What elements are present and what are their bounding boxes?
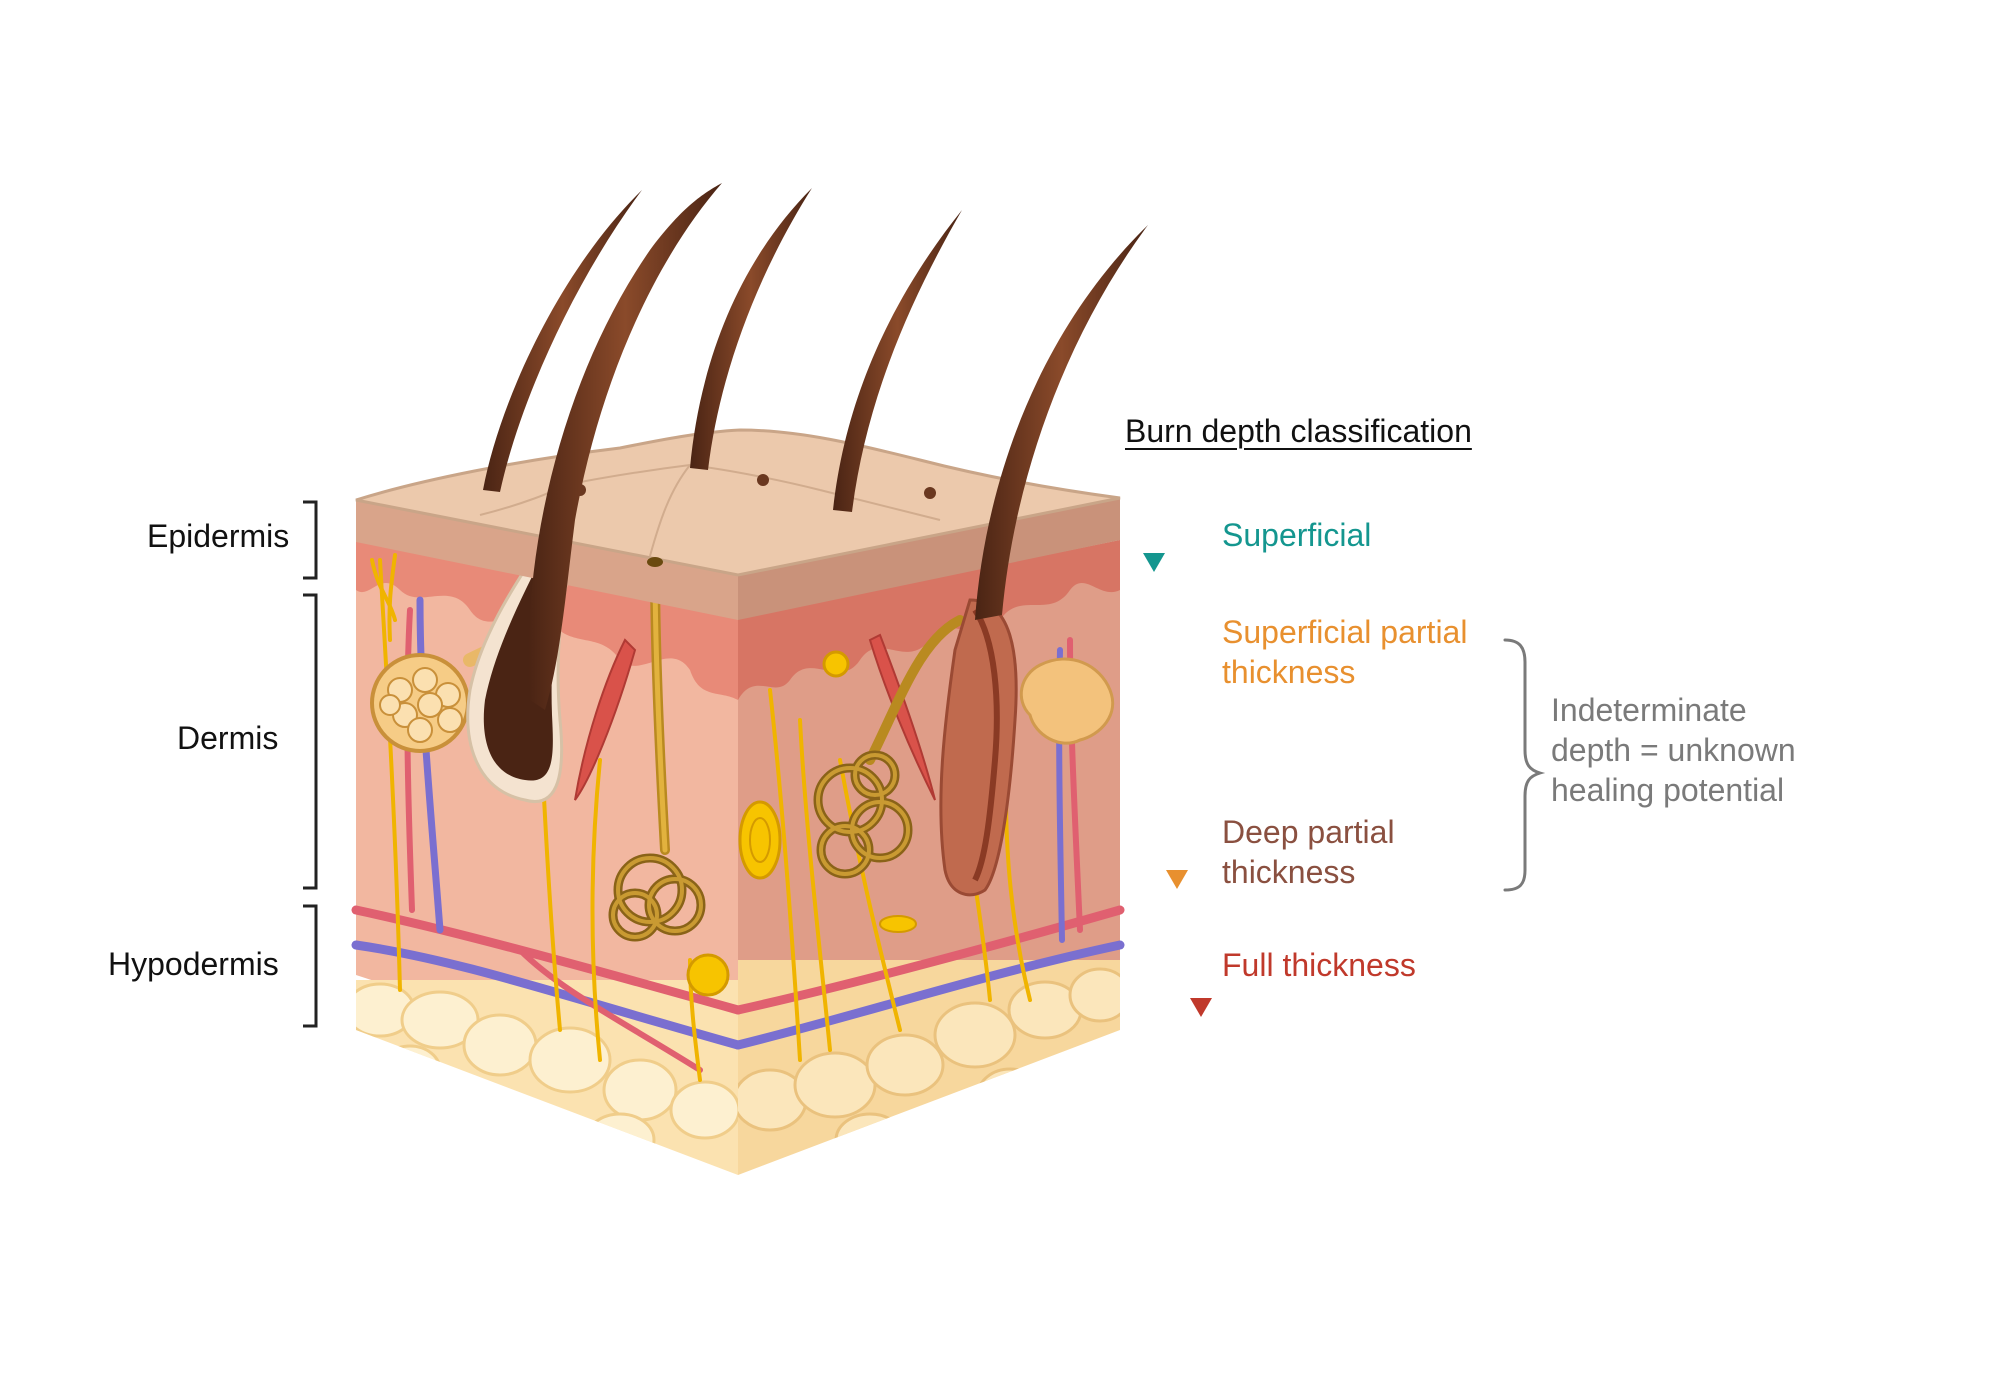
hair-shafts	[483, 183, 1148, 710]
superficial-label: Superficial	[1222, 517, 1372, 553]
arrector-pili-muscles	[574, 633, 936, 801]
hypodermis-label: Hypodermis	[108, 946, 279, 982]
deep-partial-line2: thickness	[1222, 854, 1356, 890]
dermis-label: Dermis	[177, 720, 279, 756]
superficial-arrowhead	[1143, 553, 1165, 572]
indeterminate-line1: Indeterminate	[1551, 692, 1747, 728]
deep-partial-label: Deep partial thickness	[1222, 812, 1395, 892]
epidermis-bracket	[303, 500, 318, 580]
indeterminate-brace	[1503, 638, 1546, 892]
superficial-partial-line1: Superficial partial	[1222, 614, 1468, 650]
indeterminate-note: Indeterminate depth = unknown healing po…	[1551, 690, 1796, 810]
hypodermis-fat-left	[356, 980, 738, 1175]
superficial-partial-label: Superficial partial thickness	[1222, 612, 1467, 692]
burn-depth-arrows	[1143, 488, 1212, 1017]
sensory-receptors	[686, 650, 917, 997]
epidermis-label: Epidermis	[147, 518, 290, 554]
superficial-partial-arrowhead	[1166, 870, 1188, 889]
layer-brackets	[303, 500, 318, 1028]
dermis-bracket	[303, 593, 318, 890]
skin-pore	[757, 474, 769, 486]
skin-pore	[924, 487, 936, 499]
sebaceous-gland-right	[1019, 657, 1115, 745]
sweat-glands	[608, 560, 965, 942]
superficial-partial-line2: thickness	[1222, 654, 1356, 690]
full-thickness-label: Full thickness	[1222, 947, 1416, 983]
sweat-pore	[647, 557, 663, 567]
classification-title: Burn depth classification	[1125, 413, 1472, 449]
indeterminate-line3: healing potential	[1551, 772, 1785, 808]
hypodermis-bracket	[303, 904, 318, 1028]
full-thickness-arrowhead	[1190, 998, 1212, 1017]
papillary-dermis-left	[356, 540, 738, 700]
deep-partial-line1: Deep partial	[1222, 814, 1395, 850]
skin-block	[351, 183, 1148, 1175]
indeterminate-line2: depth = unknown	[1551, 732, 1796, 768]
